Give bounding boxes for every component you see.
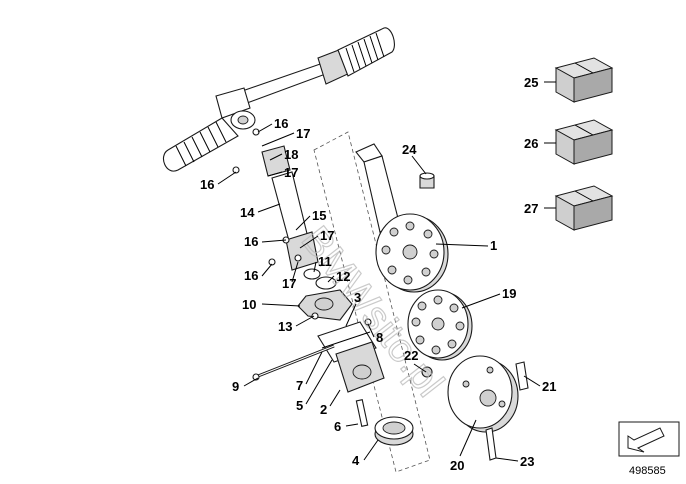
rack-boot-right xyxy=(337,27,395,77)
callout-6: 6 xyxy=(334,419,341,434)
callout-16-lower: 16 xyxy=(244,268,258,283)
callout-5: 5 xyxy=(296,398,303,413)
navigation-arrow-box[interactable] xyxy=(618,421,680,457)
callout-2: 2 xyxy=(320,402,327,417)
box-27 xyxy=(554,185,614,231)
callout-7: 7 xyxy=(296,378,303,393)
fasteners xyxy=(232,128,529,461)
callout-4: 4 xyxy=(352,453,360,468)
perforated-disc-lower xyxy=(407,289,473,361)
leader-lines xyxy=(217,81,556,462)
callout-3: 3 xyxy=(354,290,361,305)
callout-26: 26 xyxy=(524,136,538,151)
box-26 xyxy=(554,119,614,165)
callout-12: 12 xyxy=(336,269,350,284)
callout-23: 23 xyxy=(520,454,534,469)
callout-10: 10 xyxy=(242,297,256,312)
callout-17-top: 17 xyxy=(296,126,310,141)
callout-17-upper-mid: 17 xyxy=(284,165,298,180)
callout-25: 25 xyxy=(524,75,538,90)
callout-15: 15 xyxy=(312,208,326,223)
callout-16-left: 16 xyxy=(200,177,214,192)
callout-16-top: 16 xyxy=(274,116,288,131)
screw-and-bushing xyxy=(355,399,414,446)
bracket-plate xyxy=(297,289,353,321)
callout-14: 14 xyxy=(240,205,255,220)
callout-9: 9 xyxy=(232,379,239,394)
callout-11: 11 xyxy=(318,254,332,269)
box-25 xyxy=(554,57,614,103)
callout-21: 21 xyxy=(542,379,556,394)
column-tube xyxy=(317,321,385,393)
arrow-icon xyxy=(627,427,665,453)
callout-22: 22 xyxy=(404,348,418,363)
long-bolt xyxy=(252,344,335,381)
rack-boot-left xyxy=(163,117,239,172)
callout-13: 13 xyxy=(278,319,292,334)
callout-27: 27 xyxy=(524,201,538,216)
reference-number: 498585 xyxy=(629,465,666,477)
intermediate-shaft xyxy=(261,145,337,290)
callout-17-mid: 17 xyxy=(320,228,334,243)
perforated-disc-upper xyxy=(375,213,449,293)
callout-17-lower: 17 xyxy=(282,276,296,291)
callout-1: 1 xyxy=(490,238,497,253)
callout-20: 20 xyxy=(450,458,464,473)
callouts: 1 19 21 23 20 22 24 25 26 27 16 17 18 17… xyxy=(200,75,556,473)
callout-16-mid: 16 xyxy=(244,234,258,249)
callout-18: 18 xyxy=(284,147,298,162)
steering-rack xyxy=(163,27,395,172)
callout-8: 8 xyxy=(376,330,383,345)
callout-24: 24 xyxy=(402,142,417,157)
hub-flange xyxy=(447,355,519,433)
callout-19: 19 xyxy=(502,286,516,301)
